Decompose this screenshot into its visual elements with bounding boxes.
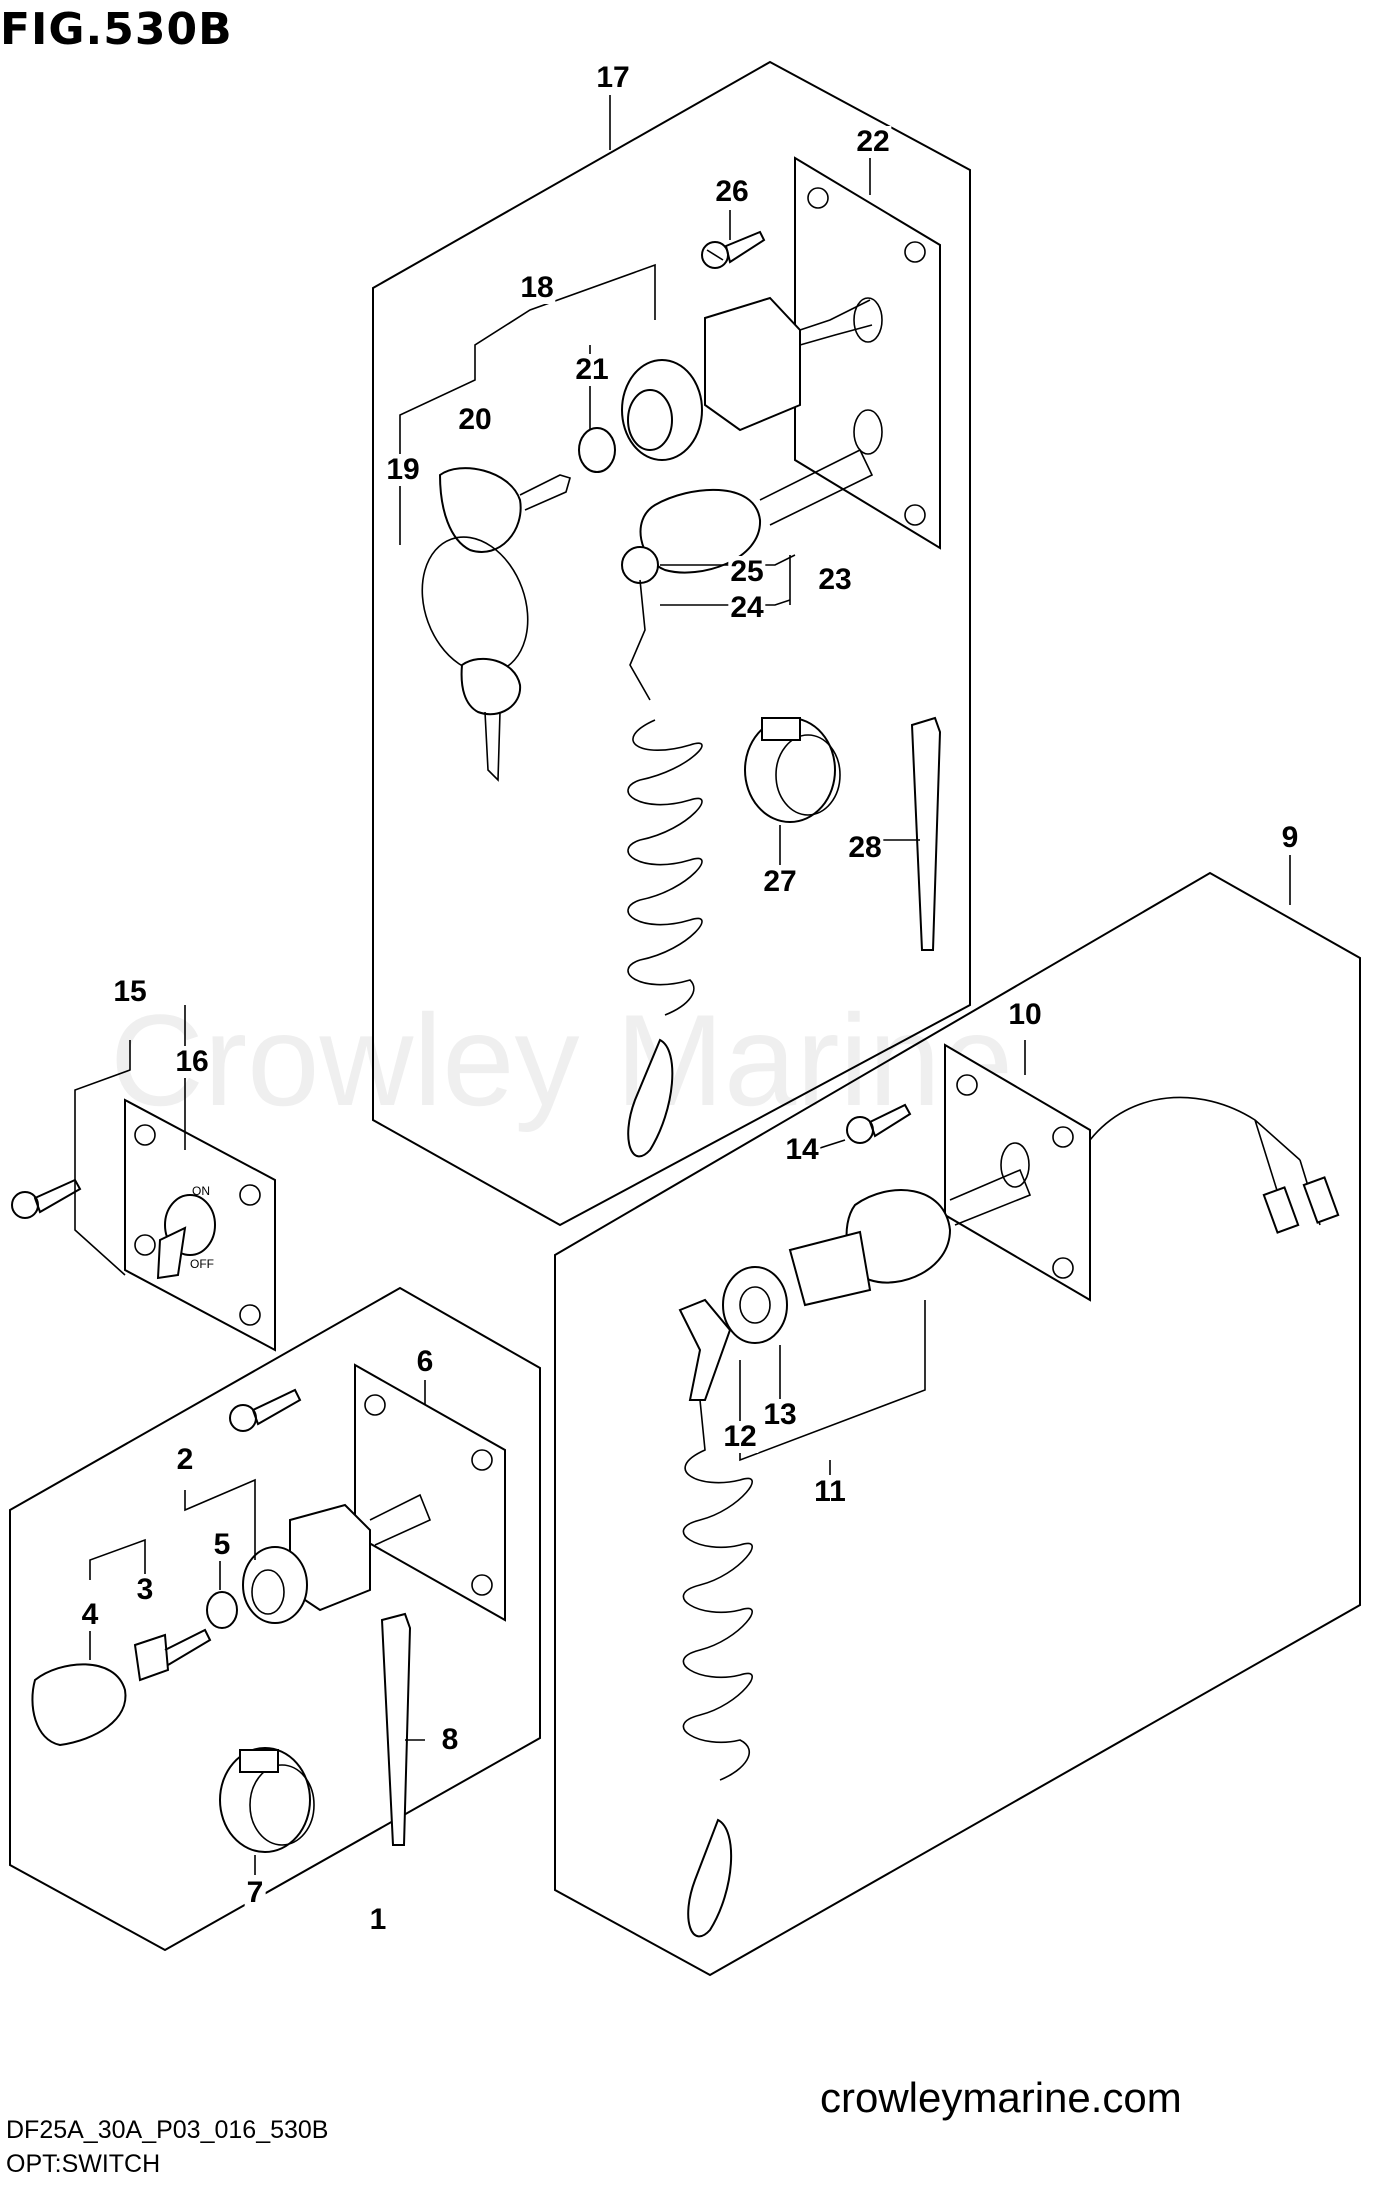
callout-14[interactable]: 14 (783, 1133, 821, 1166)
callout-22[interactable]: 22 (854, 125, 892, 158)
callout-27[interactable]: 27 (761, 865, 799, 898)
callout-23[interactable]: 23 (816, 563, 854, 596)
callout-19[interactable]: 19 (384, 453, 422, 486)
ignition-switch-2 (242, 1493, 432, 1624)
cable-tie-8 (380, 1612, 412, 1846)
website-label: crowleymarine.com (820, 2074, 1182, 2121)
callout-1[interactable]: 1 (367, 1903, 389, 1936)
switch-on-marking: ON (192, 1184, 210, 1198)
callout-8[interactable]: 8 (439, 1723, 461, 1756)
key-3 (133, 1628, 212, 1682)
callout-26[interactable]: 26 (713, 175, 751, 208)
callout-21[interactable]: 21 (573, 353, 611, 386)
stop-switch-11 (788, 1168, 1032, 1307)
lanyard-23 (621, 448, 874, 1158)
screw-26 (701, 230, 766, 269)
callout-6[interactable]: 6 (414, 1345, 436, 1378)
panel-6 (354, 1363, 506, 1622)
callout-4[interactable]: 4 (79, 1598, 101, 1631)
callout-17[interactable]: 17 (594, 61, 632, 94)
callout-25[interactable]: 25 (728, 555, 766, 588)
diagram-code: DF25A_30A_P03_016_530B (6, 2116, 329, 2144)
callout-9[interactable]: 9 (1279, 821, 1301, 854)
kit-17-outline (372, 60, 971, 1227)
screw-14 (846, 1103, 912, 1144)
callout-3[interactable]: 3 (134, 1573, 156, 1606)
callout-2[interactable]: 2 (174, 1443, 196, 1476)
switch-off-marking: OFF (190, 1257, 214, 1271)
section-label: OPT:SWITCH (6, 2150, 161, 2178)
screw-15 (11, 1178, 82, 1219)
key-4 (31, 1663, 127, 1747)
callout-12[interactable]: 12 (721, 1420, 759, 1453)
cable-tie-28 (910, 716, 942, 951)
callout-11[interactable]: 11 (812, 1475, 848, 1508)
cap-27 (744, 717, 841, 823)
callout-20[interactable]: 20 (456, 403, 494, 436)
panel-10 (944, 1043, 1091, 1302)
key-set-19 (421, 467, 571, 782)
clip-12 (678, 1298, 753, 1938)
key-cap-21 (578, 427, 616, 473)
callout-18[interactable]: 18 (518, 271, 556, 304)
kit-9-outline (554, 871, 1361, 1977)
ignition-switch-18 (621, 296, 873, 461)
kit-1-outline (9, 1286, 541, 1952)
nut-13 (722, 1266, 788, 1344)
watermark: Crowley Marine (110, 987, 1014, 1133)
callout-24[interactable]: 24 (728, 591, 766, 624)
callout-10[interactable]: 10 (1006, 998, 1044, 1031)
key-cap-5 (206, 1591, 238, 1629)
screw-6 (229, 1388, 302, 1432)
figure-title: FIG.530B (0, 4, 233, 55)
callout-7[interactable]: 7 (244, 1876, 266, 1909)
callout-13[interactable]: 13 (761, 1398, 799, 1431)
callout-5[interactable]: 5 (211, 1528, 233, 1561)
callout-28[interactable]: 28 (846, 831, 884, 864)
callout-16[interactable]: 16 (173, 1045, 211, 1078)
cap-7 (219, 1747, 315, 1853)
callout-15[interactable]: 15 (111, 975, 149, 1008)
panel-22 (794, 156, 941, 550)
